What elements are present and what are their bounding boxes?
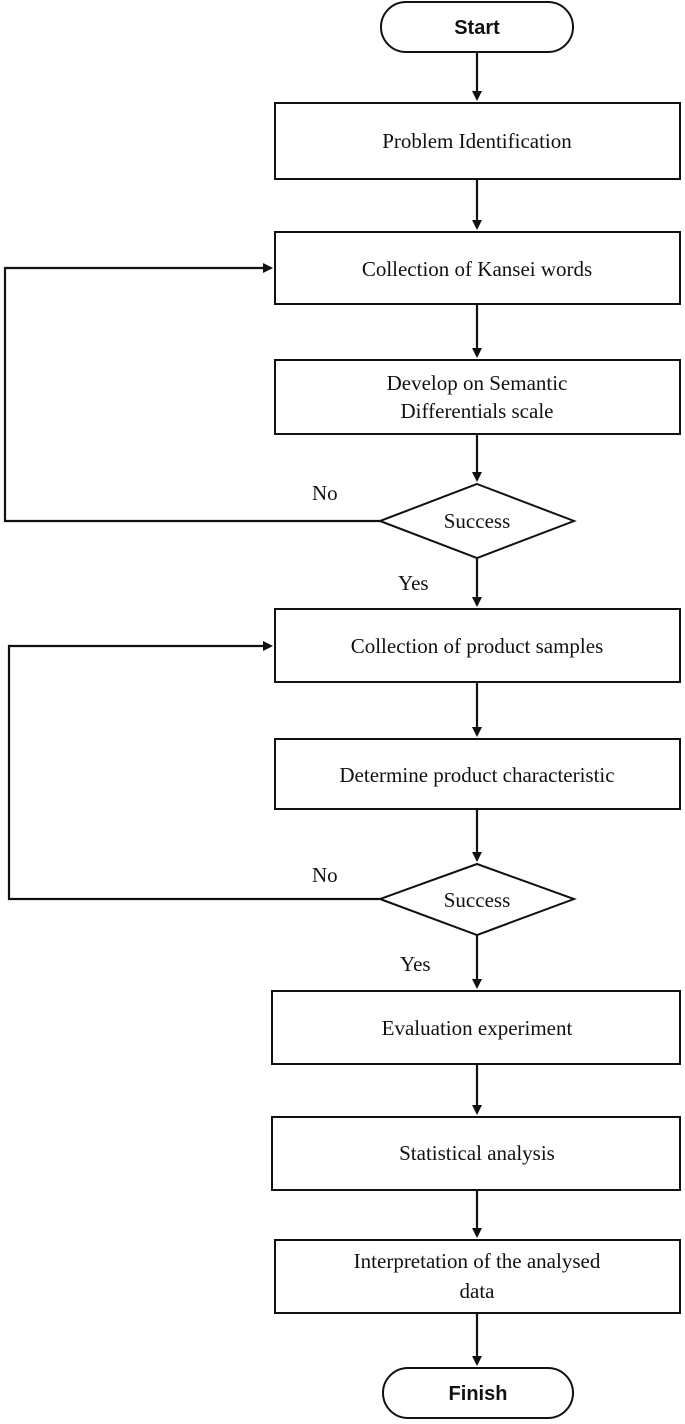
connector-decision2-no-loop: [7, 641, 380, 901]
connector-decision1-no-loop: [3, 263, 380, 523]
evaluation-label: Evaluation experiment: [382, 1016, 573, 1040]
process-interpretation: Interpretation of the analysed data: [274, 1239, 681, 1314]
develop-sd-line2: Differentials scale: [401, 399, 554, 423]
decision2-label: Success: [444, 888, 511, 912]
collection-samples-label: Collection of product samples: [351, 634, 604, 658]
decision1-label: Success: [444, 509, 511, 533]
decision2-no-label: No: [312, 863, 338, 887]
interpretation-line2: data: [460, 1279, 496, 1303]
problem-identification-label: Problem Identification: [382, 129, 572, 153]
process-develop-semantic: Develop on Semantic Differentials scale: [274, 359, 681, 435]
finish-terminator: Finish: [382, 1367, 574, 1419]
develop-sd-line1: Develop on Semantic: [387, 371, 568, 395]
decision-success-1: Success: [377, 482, 577, 560]
process-collection-kansei: Collection of Kansei words: [274, 231, 681, 305]
process-problem-identification: Problem Identification: [274, 102, 681, 180]
decision1-yes-label: Yes: [398, 571, 429, 595]
start-terminator: Start: [380, 1, 574, 53]
decision1-no-label: No: [312, 481, 338, 505]
process-collection-samples: Collection of product samples: [274, 608, 681, 683]
decision2-yes-label: Yes: [400, 952, 431, 976]
start-label: Start: [454, 17, 500, 39]
process-determine-characteristic: Determine product characteristic: [274, 738, 681, 810]
process-statistical-analysis: Statistical analysis: [271, 1116, 681, 1191]
interpretation-line1: Interpretation of the analysed: [354, 1249, 601, 1273]
collection-kansei-label: Collection of Kansei words: [362, 257, 592, 281]
finish-label: Finish: [449, 1383, 508, 1405]
decision-success-2: Success: [377, 862, 577, 937]
determine-characteristic-label: Determine product characteristic: [339, 763, 614, 787]
statistical-label: Statistical analysis: [399, 1141, 555, 1165]
process-evaluation-experiment: Evaluation experiment: [271, 990, 681, 1065]
